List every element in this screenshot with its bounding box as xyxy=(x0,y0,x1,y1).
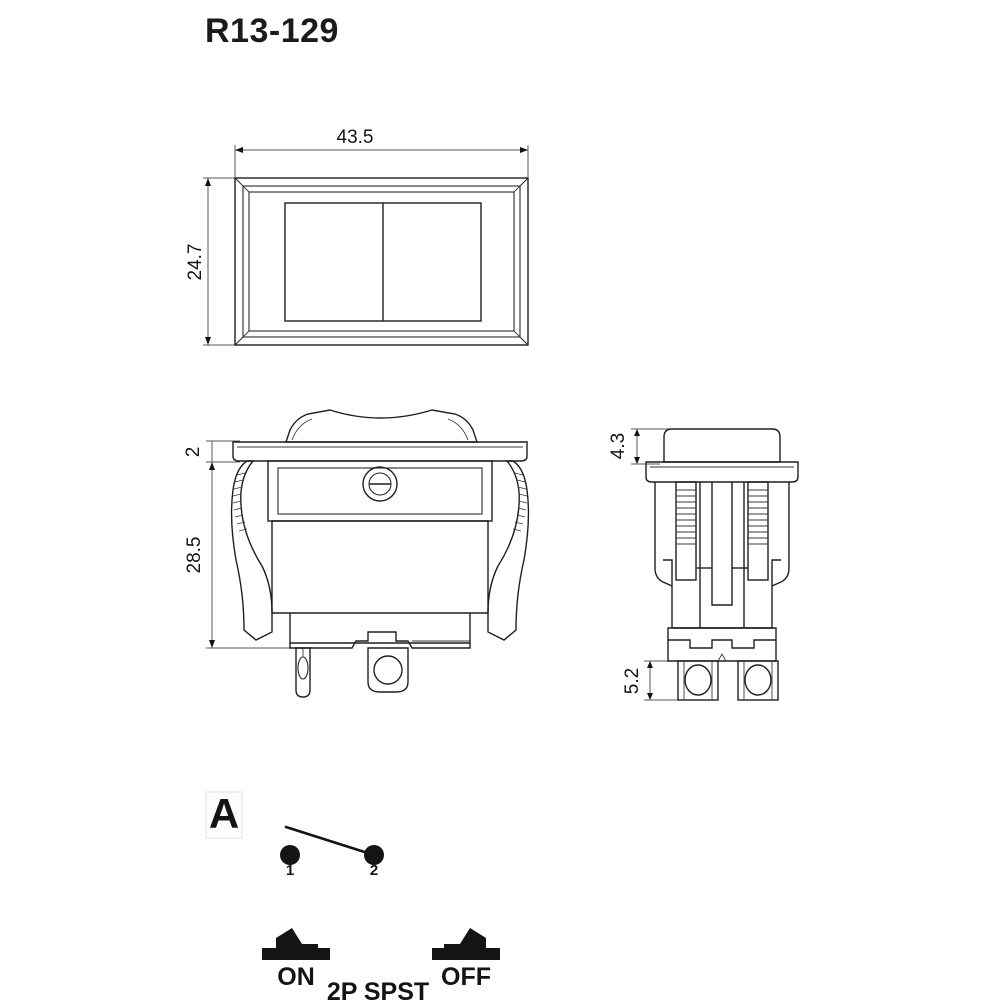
state-label-off: OFF xyxy=(441,963,491,991)
dimension-label-4-3: 4.3 xyxy=(608,433,629,459)
right-clip-serrations xyxy=(512,472,528,532)
dimension-label-43-5: 43.5 xyxy=(337,127,374,148)
rocker-off-icon xyxy=(432,928,500,960)
dimension-front-height xyxy=(206,462,300,649)
switch-config-label: 2P SPST xyxy=(327,978,429,1000)
dimension-top-height xyxy=(203,177,238,346)
terminal-dot-1 xyxy=(280,845,300,865)
terminal-number-2: 2 xyxy=(370,862,378,879)
side-terminal-right xyxy=(737,660,779,701)
dimension-label-2: 2 xyxy=(183,447,204,458)
schematic-letter-label: A xyxy=(209,790,239,837)
dimension-label-5-2: 5.2 xyxy=(622,668,643,694)
page-title: R13-129 xyxy=(205,12,339,50)
front-view-group xyxy=(206,409,530,698)
state-icons-group xyxy=(262,928,500,960)
side-terminal-left xyxy=(677,660,719,701)
top-view-group xyxy=(203,145,529,346)
side-view-group xyxy=(631,428,799,701)
terminal-number-1: 1 xyxy=(286,862,294,879)
dimension-label-28-5: 28.5 xyxy=(184,537,205,574)
side-left-serrations xyxy=(676,489,696,545)
state-label-on: ON xyxy=(277,963,315,991)
side-right-serrations xyxy=(748,489,768,545)
left-clip-serrations xyxy=(232,472,248,532)
schematic-group xyxy=(205,791,384,865)
dimension-top-width xyxy=(234,145,529,180)
rocker-on-icon xyxy=(262,928,330,960)
terminal-dot-2 xyxy=(364,845,384,865)
dimension-label-24-7: 24.7 xyxy=(185,244,206,281)
